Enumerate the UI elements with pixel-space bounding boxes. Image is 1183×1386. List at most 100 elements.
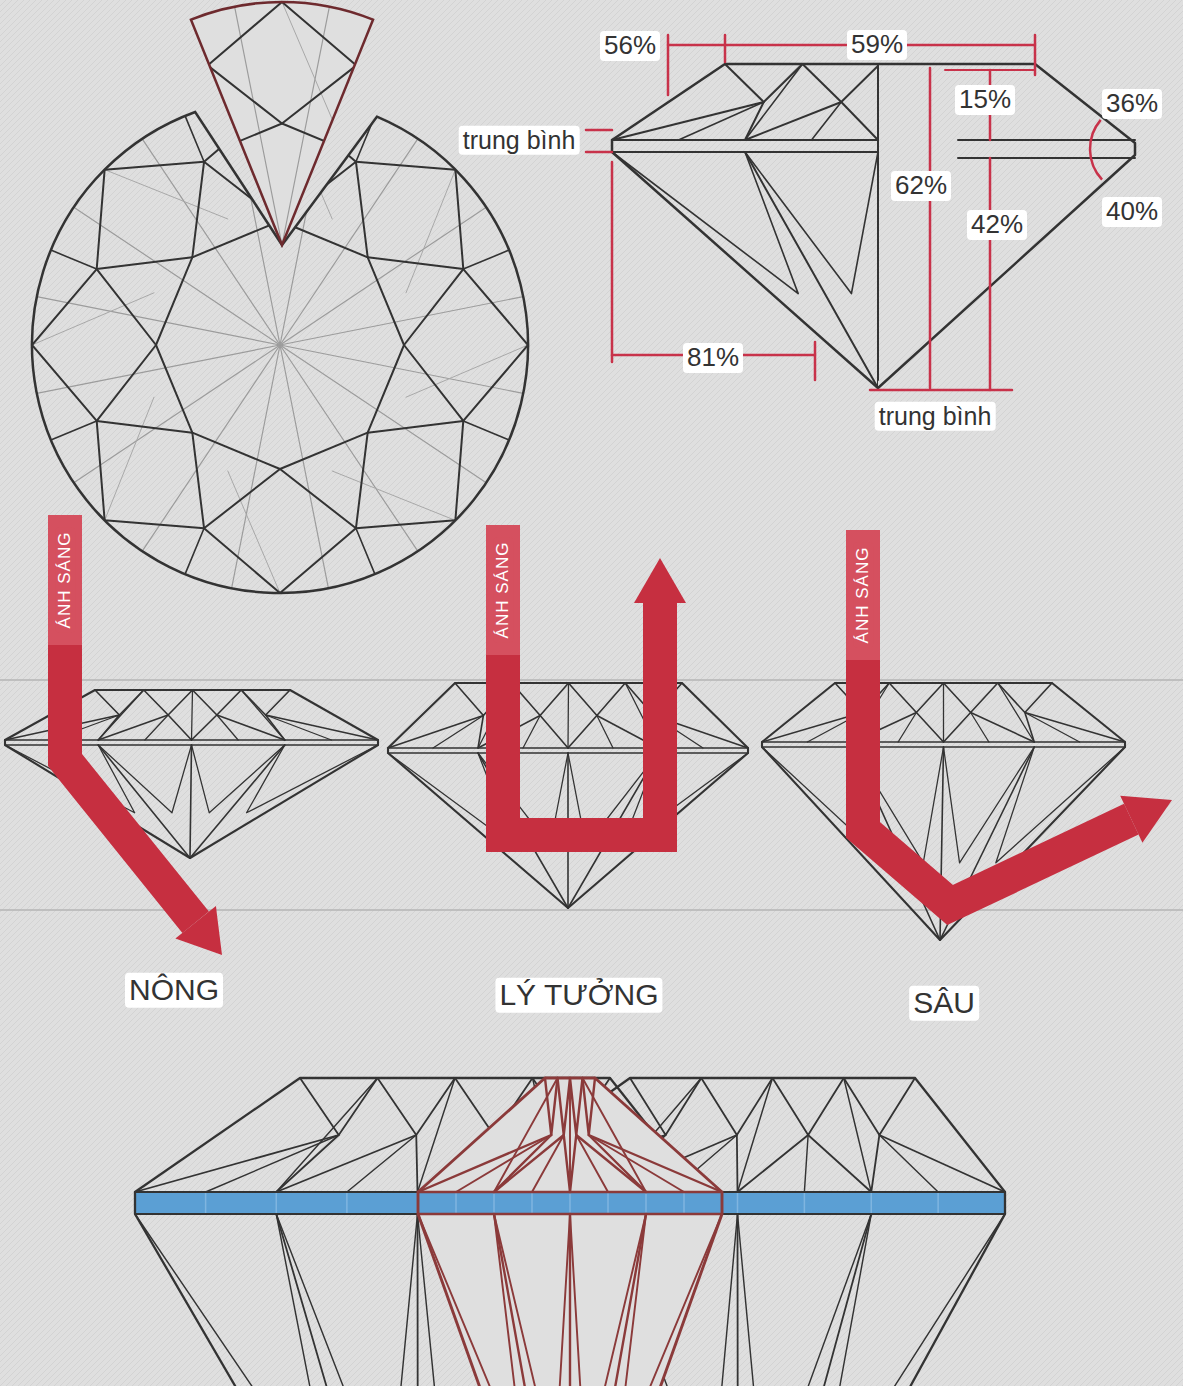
pavilion-main <box>737 1214 739 1386</box>
upper-girdle-facet <box>356 528 375 574</box>
pavilion-main <box>738 1214 871 1386</box>
star-facet <box>803 64 879 102</box>
star-facet <box>196 331 282 425</box>
star-facet <box>102 159 196 245</box>
wedge-fill <box>191 2 373 245</box>
girdle-plane <box>958 157 1135 159</box>
upper-girdle-facet <box>185 528 204 574</box>
kite-facet <box>102 65 207 170</box>
half-profile <box>612 64 878 388</box>
upper-girdle-facet <box>189 425 208 470</box>
upper-girdle-facet <box>433 716 483 749</box>
dimension-label: 40% <box>1102 197 1162 227</box>
pavilion-line <box>142 345 280 551</box>
dimension-label: 56% <box>600 31 660 61</box>
kite-facet <box>276 1135 417 1192</box>
kite-facet <box>39 171 102 320</box>
pavilion-line <box>282 245 417 447</box>
kite-facet <box>462 171 525 320</box>
star-facet <box>102 245 196 331</box>
dimension-label: 15% <box>955 85 1015 115</box>
pavilion-line <box>333 368 454 416</box>
pavilion-main <box>190 745 285 858</box>
star-facet <box>193 690 242 715</box>
star-facet <box>95 690 144 715</box>
pavilion-line <box>74 207 280 345</box>
light-label: ÁNH SÁNG <box>853 543 873 648</box>
star-facet <box>378 1078 456 1135</box>
pavilion-line <box>406 170 455 293</box>
girdle-band-mark <box>737 1192 739 1214</box>
upper-girdle-facet <box>462 152 507 171</box>
dimension-tick <box>611 162 614 362</box>
girdle-band-mark <box>645 1192 647 1214</box>
dimension-label: 81% <box>683 343 743 373</box>
star-facet <box>144 690 193 715</box>
pavilion-half <box>818 1214 1005 1386</box>
pavilion-line <box>147 245 282 447</box>
light-arrow-head <box>634 558 686 603</box>
light-arrow-head <box>1120 796 1172 843</box>
upper-girdle-facet <box>145 715 168 740</box>
bottom-diamond-middle <box>418 1078 722 1386</box>
kite-facet <box>356 65 461 170</box>
kite-facet <box>738 1135 872 1192</box>
kite-facet <box>208 425 357 488</box>
girdle-band <box>418 1192 722 1214</box>
pavilion-half <box>944 747 1035 863</box>
girdle-line <box>762 741 1125 743</box>
dimension-line <box>989 158 992 390</box>
dimension-label: trung bình <box>459 126 580 155</box>
pavilion-main <box>494 1214 570 1386</box>
upper-girdle-facet <box>462 319 507 338</box>
kite-facet <box>943 683 944 742</box>
diamond-fill <box>418 1078 722 1386</box>
pavilion-main <box>570 1214 646 1386</box>
girdle-line <box>612 139 878 141</box>
girdle-band-mark <box>804 1192 806 1214</box>
pavilion-line <box>231 368 282 488</box>
pavilion-line <box>110 296 158 417</box>
upper-girdle-facet <box>898 713 916 743</box>
dimension-label: trung bình <box>875 402 996 431</box>
pavilion-line <box>110 73 231 121</box>
upper-girdle-facet <box>1025 713 1080 743</box>
upper-girdle-facet <box>879 1135 938 1192</box>
star-facet <box>192 433 280 529</box>
upper-girdle-facet <box>57 152 102 171</box>
light-bar-top <box>846 530 880 660</box>
star-facet <box>583 1078 596 1135</box>
pavilion-half <box>570 1214 646 1386</box>
upper-girdle-facet <box>597 716 613 749</box>
light-bar-top <box>48 515 82 645</box>
upper-girdle-facet <box>356 20 375 65</box>
pavilion-half <box>247 745 378 813</box>
kite-facet <box>944 713 1035 743</box>
star-facet <box>282 331 368 425</box>
upper-girdle-facet <box>804 1135 808 1192</box>
pavilion-half <box>745 152 878 294</box>
kite-facet <box>32 269 97 421</box>
pavilion-line <box>332 471 455 520</box>
pavilion-half <box>276 1214 417 1386</box>
kite-facet <box>97 162 204 269</box>
profile-outline <box>612 64 1135 388</box>
star-facet <box>944 683 998 713</box>
dimension-line <box>870 389 1012 392</box>
kite-facet <box>494 1135 570 1192</box>
pavilion-line <box>105 397 154 520</box>
pavilion-line <box>282 110 484 245</box>
girdle-band-mark <box>531 1192 533 1214</box>
dimension-label: 62% <box>891 171 951 201</box>
girdle-plane <box>958 139 1135 141</box>
dimension-label: 36% <box>1102 89 1162 119</box>
pavilion-line <box>405 73 453 194</box>
pavilion-line <box>105 170 228 219</box>
dimension-label: 59% <box>847 30 907 60</box>
wedge-outline <box>191 2 373 245</box>
star-facet <box>545 1078 558 1135</box>
pavilion-line <box>282 198 520 245</box>
girdle-line <box>388 747 748 749</box>
upper-girdle-facet <box>57 319 102 338</box>
